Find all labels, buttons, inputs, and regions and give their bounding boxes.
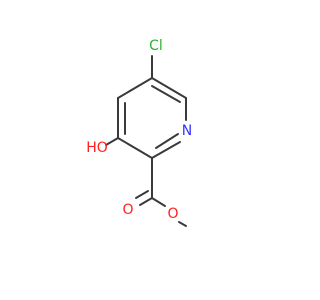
bond-n-c2 [151,141,181,159]
bond-c5-c6 [151,77,187,99]
bond-c3-oh [105,137,119,146]
bond-c-o-single [151,197,166,207]
chlorine-label: Cl [149,38,163,54]
atom-labels: Cl N HO O O [86,38,192,222]
molecule-structure: Cl N HO O O [86,38,193,227]
bond-c-o-double-2 [135,190,149,199]
bond-c5-c6-inner [151,85,181,103]
bond-c3-c2 [117,137,153,159]
bond-n-c2-inner [155,133,179,149]
hydroxyl-label: HO [86,140,108,156]
bond-c-o-double-1 [139,197,153,206]
bond-o-methyl [178,221,187,227]
carbonyl-oxygen-label: O [122,202,133,218]
ester-oxygen-label: O [167,206,178,222]
bond-c5-c4 [117,77,153,99]
nitrogen-label: N [182,123,192,139]
bonds [105,55,187,227]
